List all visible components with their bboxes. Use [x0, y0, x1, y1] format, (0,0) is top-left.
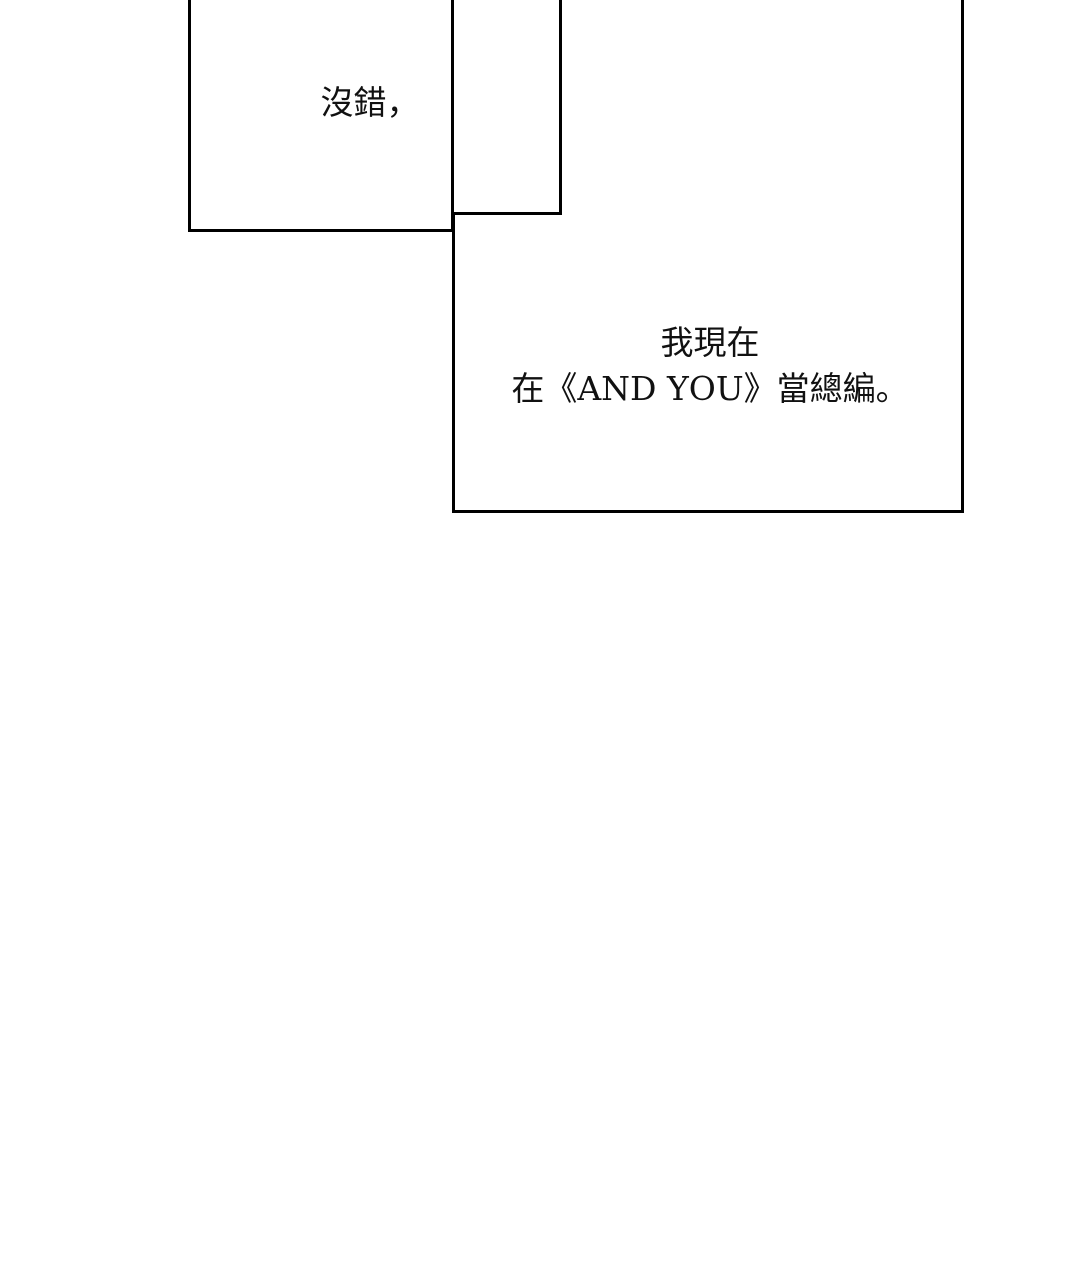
bubble-2-line1: 我現在 [660, 323, 760, 362]
speech-bubble-3 [559, 0, 964, 216]
bubble-2-line2: 在《AND YOU》當總編。 [511, 369, 909, 408]
bubble-1-text: 沒錯， [320, 83, 420, 122]
